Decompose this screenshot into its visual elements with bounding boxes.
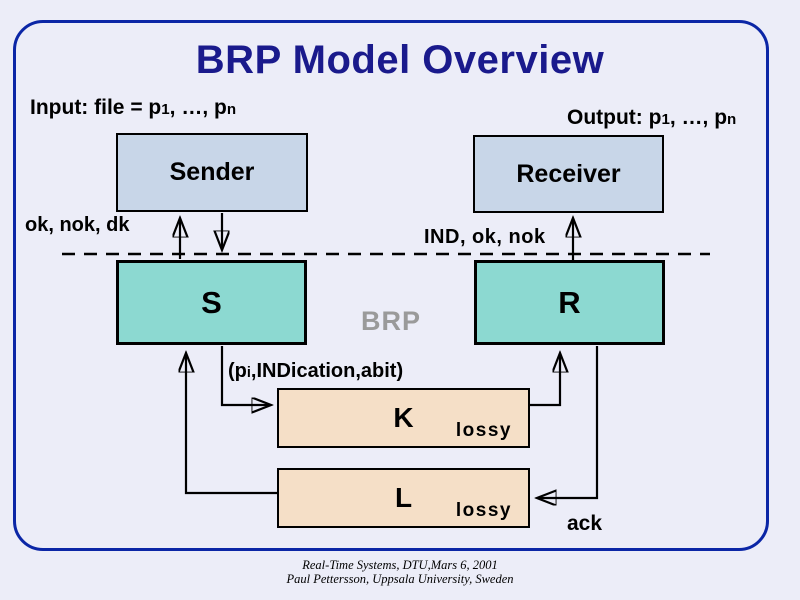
input-label: Input: file = p1, …, pn — [30, 96, 236, 120]
sender-box-label: Sender — [169, 158, 255, 186]
slide-title: BRP Model Overview — [195, 38, 605, 82]
output-label-mid: , …, p — [669, 106, 728, 129]
k-channel-box: K lossy — [277, 388, 530, 448]
arrow-k-to-r — [529, 354, 560, 407]
output-sub-1: 1 — [661, 111, 670, 128]
output-sub-n: n — [727, 111, 737, 128]
receiver-box-label: Receiver — [516, 159, 621, 188]
receiver-box: Receiver — [473, 135, 664, 213]
input-label-text: Input: file = p — [30, 96, 162, 119]
arrow-r-to-l — [538, 346, 599, 498]
footer-line-1: Real-Time Systems, DTU,Mars 6, 2001 — [302, 558, 498, 572]
ack-label: ack — [567, 512, 603, 535]
s-box-label: S — [201, 284, 222, 320]
output-label-text: Output: p — [567, 106, 662, 129]
message-tuple-label: (pi,INDication,abit) — [228, 360, 403, 383]
l-lossy-label: lossy — [455, 500, 512, 521]
k-box-label: K — [393, 402, 414, 433]
brp-label: BRP — [361, 306, 422, 336]
arrow-s-to-k — [220, 346, 270, 405]
arrow-l-to-s — [186, 354, 278, 495]
r-protocol-box: R — [474, 260, 665, 345]
r-box-label: R — [558, 284, 581, 320]
tuple-post: ,INDication,abit) — [250, 360, 404, 382]
sender-box: Sender — [116, 133, 308, 212]
k-lossy-label: lossy — [455, 420, 512, 441]
l-channel-box: L lossy — [277, 468, 530, 528]
footer-line-2: Paul Pettersson, Uppsala University, Swe… — [286, 572, 514, 586]
input-label-mid: , …, p — [169, 96, 227, 119]
input-sub-n: n — [226, 101, 237, 118]
s-protocol-box: S — [116, 260, 307, 345]
slide-border-frame — [13, 20, 769, 551]
footer-credits: Real-Time Systems, DTU,Mars 6, 2001 Paul… — [0, 558, 800, 586]
output-label: Output: p1, …, pn — [567, 106, 736, 130]
l-box-label: L — [394, 482, 413, 513]
input-sub-1: 1 — [161, 101, 170, 118]
ind-ok-nok-label: IND, ok, nok — [424, 226, 546, 248]
tuple-sub-i: i — [246, 365, 251, 381]
tuple-pre: (p — [228, 360, 247, 382]
ok-nok-dk-label: ok, nok, dk — [25, 214, 130, 236]
